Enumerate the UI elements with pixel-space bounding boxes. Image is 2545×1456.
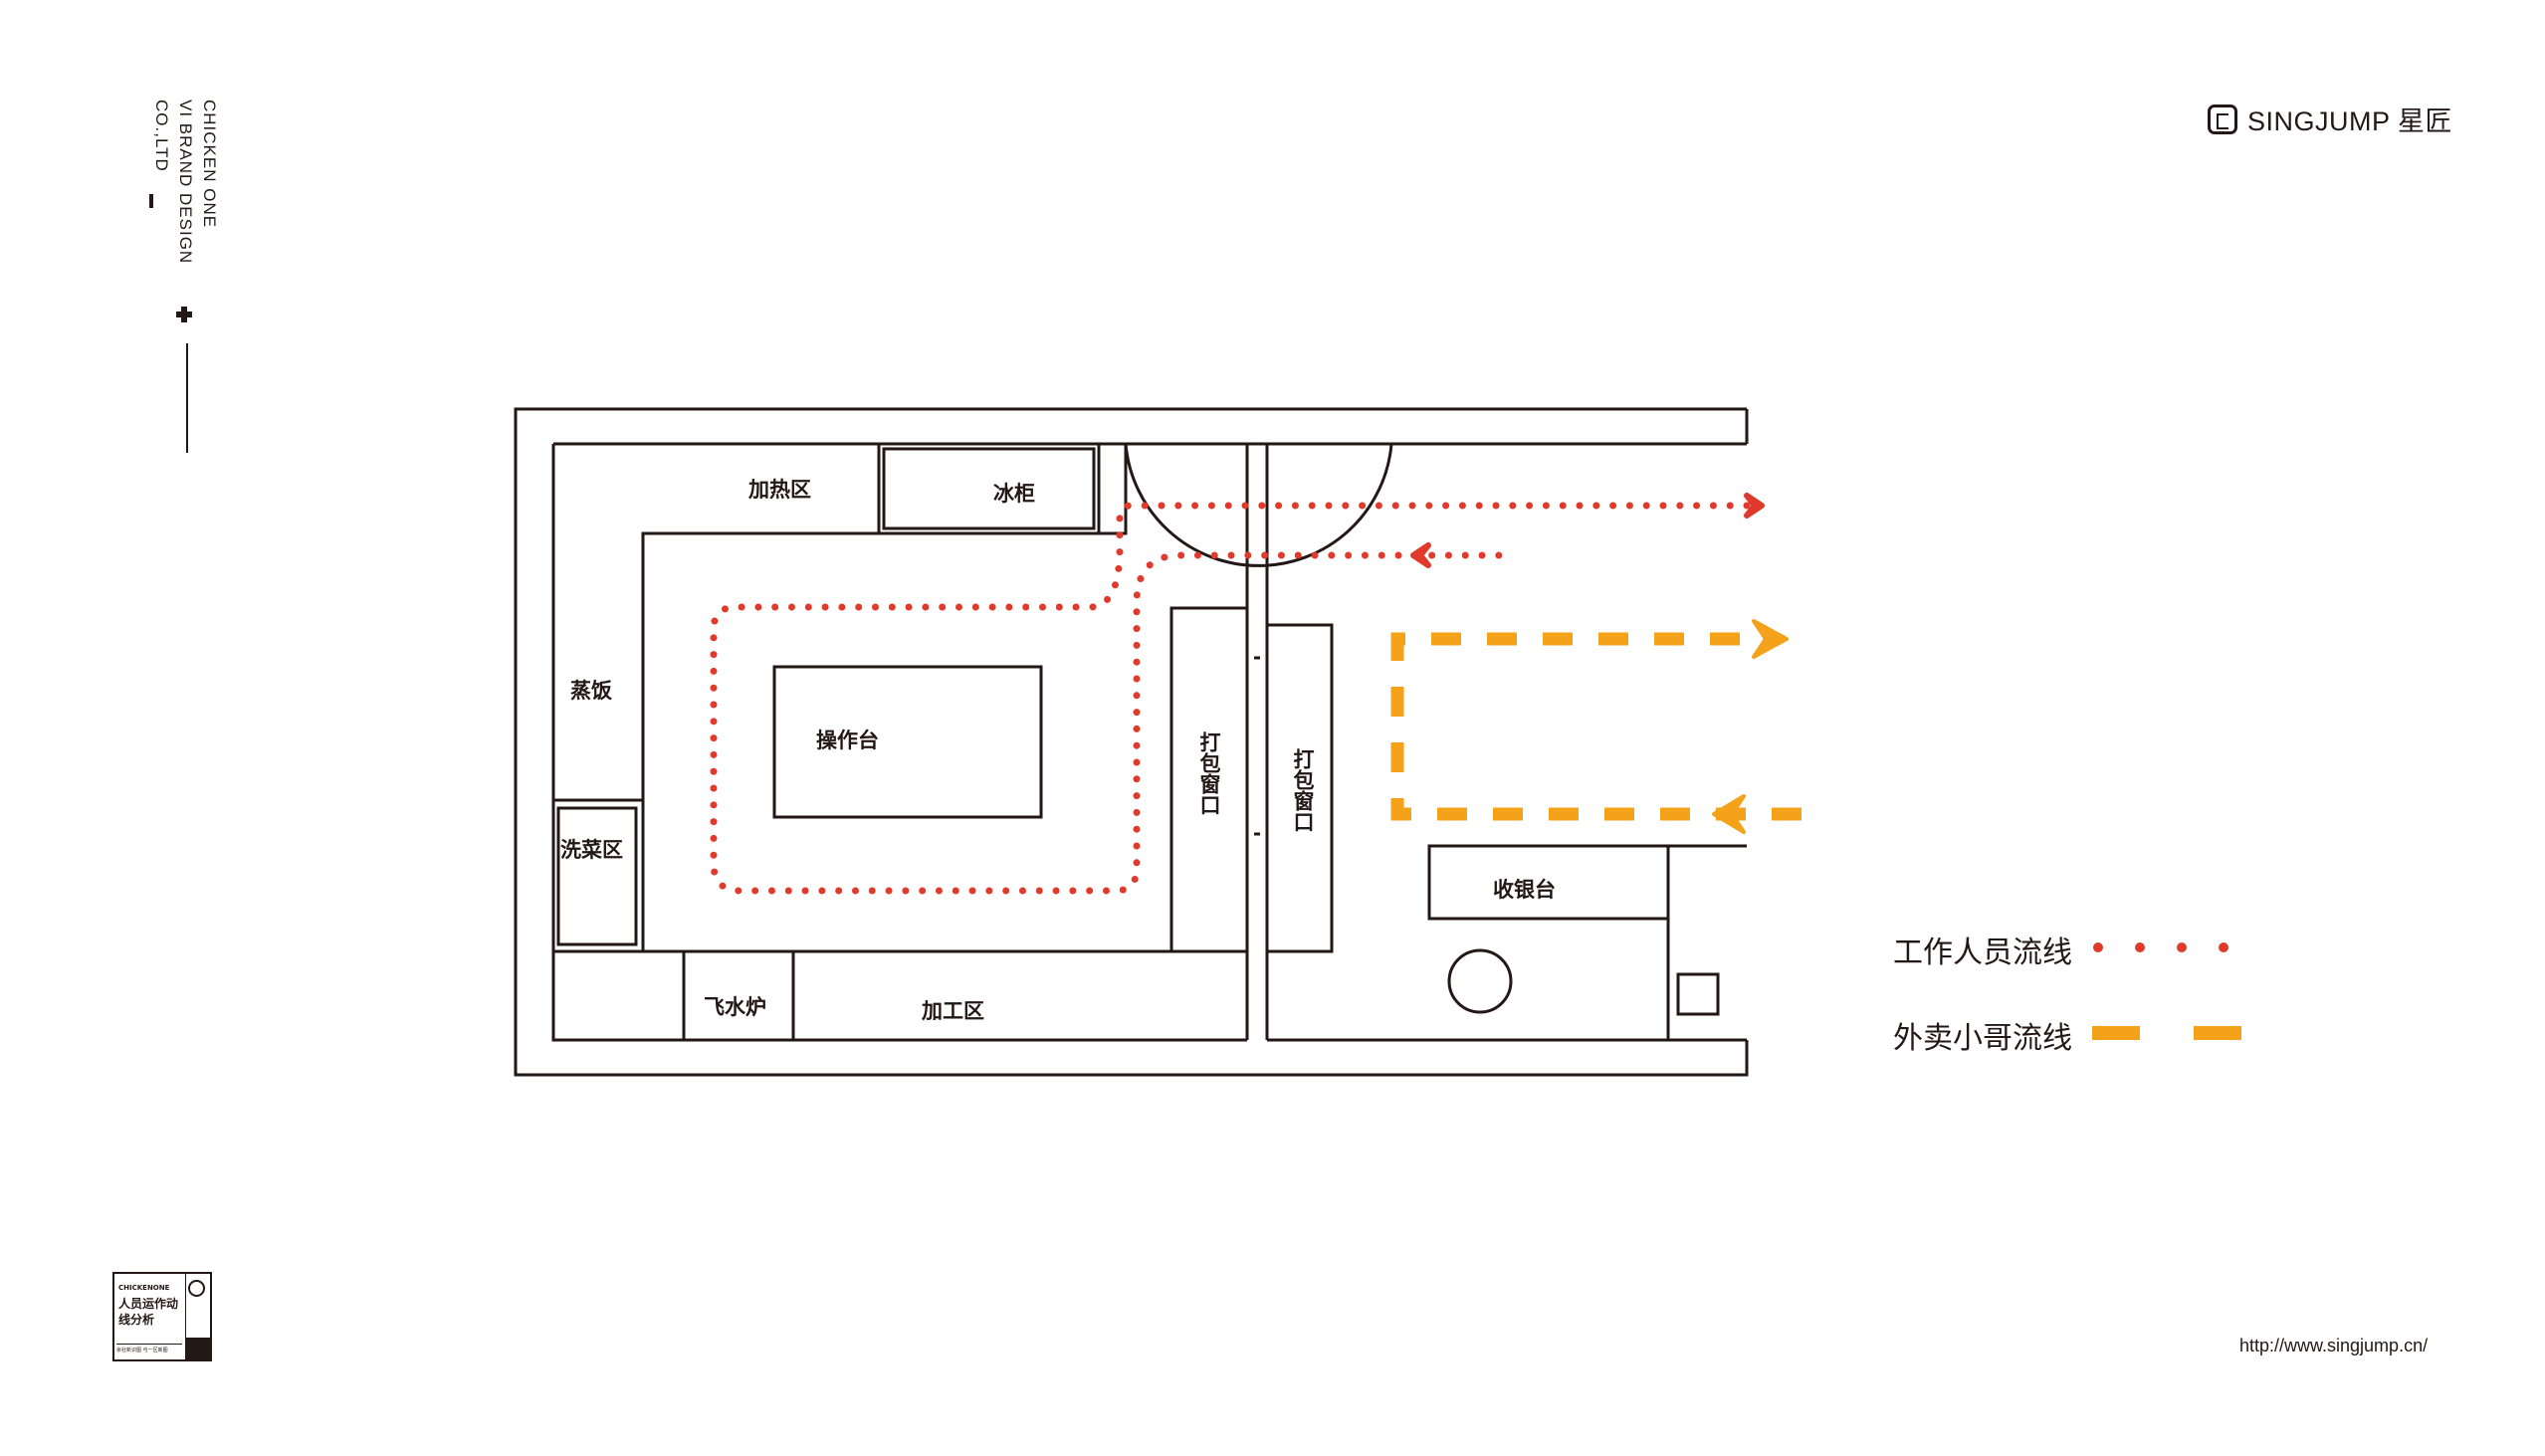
- worktable-box: [772, 665, 1043, 819]
- brand-name: SINGJUMP 星匠: [2247, 106, 2453, 136]
- label-pack-window-right: 打包窗口: [1291, 748, 1315, 832]
- vertical-rule: [186, 343, 188, 453]
- legend-staff-swatch: [2093, 942, 2228, 952]
- project-badge: CHICKENONE 人员运作动线分析 余社新识图 与一区新图: [112, 1272, 212, 1361]
- corner-dash: [149, 194, 153, 208]
- singjump-logo-icon: [2208, 104, 2237, 134]
- counter-l: [641, 444, 881, 951]
- brand: SINGJUMP 星匠: [2208, 100, 2452, 138]
- website-url[interactable]: http://www.singjump.cn/: [2239, 1336, 2429, 1355]
- courier-flow-in: [1390, 632, 1802, 821]
- label-processing: 加工区: [922, 999, 984, 1023]
- courier-arrow-out: [1752, 619, 1789, 659]
- kitchen-wall-left: [551, 444, 1247, 1042]
- label-heating: 加热区: [748, 478, 811, 502]
- label-freezer: 冰柜: [993, 482, 1035, 506]
- freezer-inner: [882, 447, 1096, 530]
- pack-window-left-box: [1169, 606, 1249, 953]
- badge-top: CHICKENONE: [118, 1284, 170, 1292]
- badge-title: 人员运作动线分析: [118, 1297, 179, 1327]
- legend-courier-label: 外卖小哥流线: [1893, 1022, 2072, 1055]
- company-name-vertical: CHICKEN ONE VI BRAND DESIGN CO.,LTD: [149, 100, 221, 264]
- badge-footer: 余社新识图 与一区新图: [116, 1344, 182, 1353]
- outer-wall: [514, 407, 1749, 1077]
- wash-sink-outer: [551, 798, 645, 953]
- legend-courier-swatch: [2092, 1026, 2241, 1040]
- label-wash-veg: 洗菜区: [560, 838, 623, 862]
- legend-courier: 外卖小哥流线: [1893, 1013, 2072, 1057]
- pack-window-right-box: [1265, 623, 1334, 953]
- wash-sink-inner: [556, 806, 638, 946]
- label-worktable: 操作台: [816, 728, 879, 752]
- legend-staff: 工作人员流线: [1893, 928, 2072, 971]
- company-line-3: CO.,LTD: [152, 100, 171, 172]
- chevron-right-icon: [1744, 493, 1765, 519]
- courier-arrow-in: [1712, 794, 1746, 834]
- chevron-left-icon: [1410, 542, 1431, 568]
- label-blanch-stove: 飞水炉: [704, 995, 766, 1019]
- plus-icon: [176, 307, 192, 322]
- label-steam-rice: 蒸饭: [570, 679, 612, 703]
- door-arc: [1124, 443, 1393, 567]
- stool: [1447, 948, 1513, 1014]
- company-line-2: VI BRAND DESIGN: [176, 100, 195, 265]
- label-pack-window-left: 打包窗口: [1197, 731, 1221, 815]
- freezer-box: [877, 442, 1101, 535]
- badge-block: [186, 1338, 210, 1359]
- badge-logo-icon: [188, 1280, 205, 1297]
- legend-staff-label: 工作人员流线: [1893, 936, 2072, 969]
- label-cashier: 收银台: [1493, 878, 1556, 902]
- badge-side: [185, 1274, 210, 1359]
- cabinet-square: [1676, 972, 1720, 1016]
- company-line-1: CHICKEN ONE: [200, 100, 219, 229]
